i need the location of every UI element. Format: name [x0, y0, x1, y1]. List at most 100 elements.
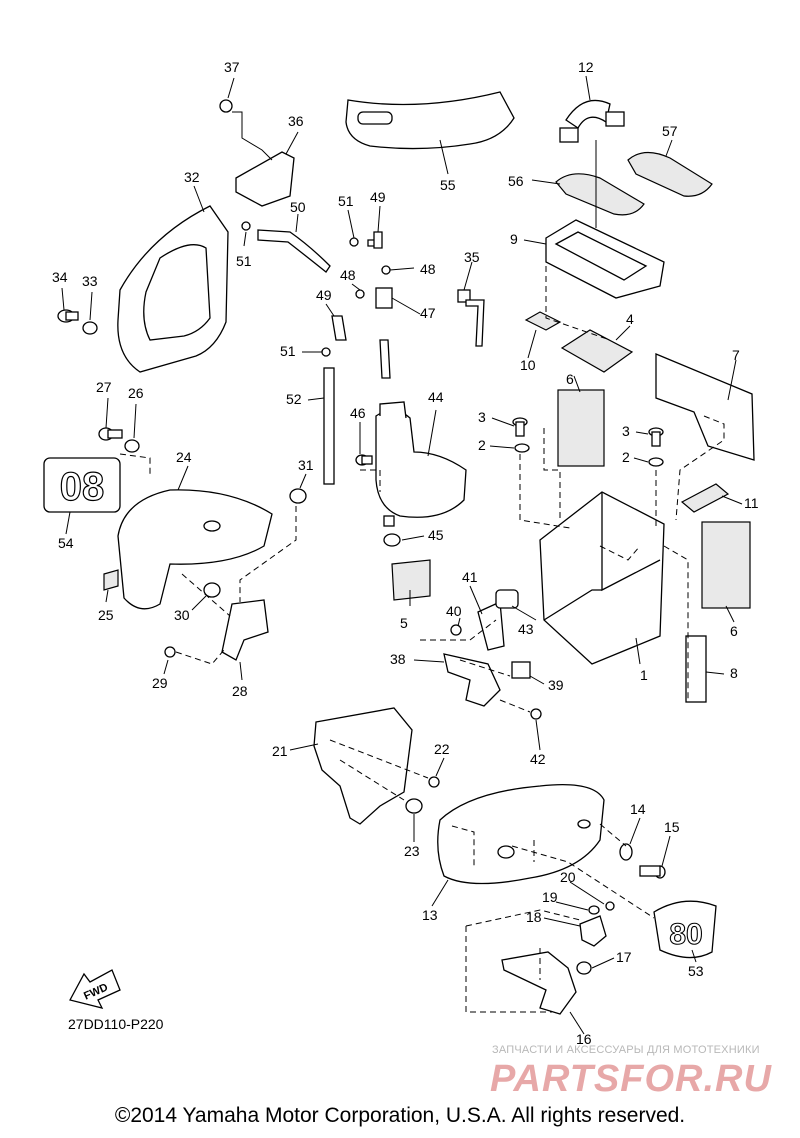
part-46-bolt	[355, 454, 373, 466]
callout-11: 11	[744, 495, 759, 511]
callout-26: 26	[128, 385, 144, 401]
part-39-relay	[511, 661, 531, 679]
part-34-bolt	[57, 309, 79, 323]
callout-35: 35	[464, 249, 480, 265]
part-22-bolt	[428, 776, 440, 788]
callout-46: 46	[350, 405, 366, 421]
callout-28: 28	[232, 683, 248, 699]
watermark-logo: PARTSFOR.RU	[490, 1058, 772, 1100]
callout-1: 1	[640, 667, 648, 683]
callout-17: 17	[616, 949, 632, 965]
callout-9: 9	[510, 231, 518, 247]
part-13-side-cover-right	[437, 783, 605, 885]
fwd-arrow-icon: FWD	[69, 969, 121, 1009]
callout-6-b: 6	[730, 623, 738, 639]
part-27-bolt	[98, 427, 123, 441]
callout-42: 42	[530, 751, 546, 767]
callout-2-a: 2	[478, 437, 486, 453]
watermark-tagline: ЗАПЧАСТИ И АКСЕССУАРЫ ДЛЯ МОТОТЕХНИКИ	[492, 1044, 760, 1056]
callout-10: 10	[520, 357, 536, 373]
callout-34: 34	[52, 269, 68, 285]
callout-43: 43	[518, 621, 534, 637]
callout-38: 38	[390, 651, 406, 667]
part-9-battery-tray	[545, 219, 665, 299]
part-38-bracket	[443, 653, 501, 707]
callout-18: 18	[526, 909, 542, 925]
part-45-grommet	[383, 533, 401, 547]
callout-6-a: 6	[566, 371, 574, 387]
part-32-side-cover	[117, 205, 229, 373]
part-4-sheet	[560, 329, 634, 373]
part-2-washer-left	[514, 443, 530, 453]
callout-52: 52	[286, 391, 302, 407]
part-14-grommet	[619, 843, 633, 861]
part-49-fitting-top	[367, 231, 383, 249]
part-51-clip-c	[321, 347, 331, 357]
part-43-connector	[495, 589, 519, 609]
part-19-washer	[588, 905, 600, 915]
part-16-bracket	[501, 951, 577, 1015]
callout-7: 7	[732, 347, 740, 363]
callout-44: 44	[428, 389, 444, 405]
diagram-code: 27DD110-P220	[68, 1016, 164, 1032]
part-42-screw	[530, 708, 542, 720]
callout-40: 40	[446, 603, 462, 619]
callout-45: 45	[428, 527, 444, 543]
part-35-hook-bolt	[457, 289, 485, 347]
part-48-clip-top	[381, 265, 391, 275]
part-52-hose	[323, 367, 335, 485]
callout-24: 24	[176, 449, 192, 465]
part-51-clip-a	[241, 221, 251, 231]
callout-27: 27	[96, 379, 112, 395]
part-40-bolt	[450, 624, 462, 636]
callout-30: 30	[174, 607, 190, 623]
callout-50: 50	[290, 199, 306, 215]
part-30-grommet	[203, 582, 221, 598]
part-5-pad	[391, 559, 431, 601]
callout-49-b: 49	[316, 287, 332, 303]
part-3-bolt-left	[512, 417, 528, 437]
callout-51-c: 51	[280, 343, 296, 359]
part-6-sheet-upper	[557, 389, 605, 467]
callout-8: 8	[730, 665, 738, 681]
callout-22: 22	[434, 741, 450, 757]
callout-3-b: 3	[622, 423, 630, 439]
part-17-grommet	[576, 961, 592, 975]
part-55-seat-pad	[345, 91, 515, 150]
callout-31: 31	[298, 457, 314, 473]
part-7-cover-plate	[655, 353, 755, 461]
assembly-dashed-lines	[119, 266, 725, 1013]
part-51-clip-b	[349, 237, 359, 247]
decal-right-text: 80	[669, 918, 702, 951]
part-10-pad	[524, 311, 562, 331]
part-56-rubber-pad	[555, 173, 645, 216]
callout-5: 5	[400, 615, 408, 631]
callout-13: 13	[422, 907, 438, 923]
part-12-battery-strap	[559, 99, 625, 143]
decal-left-text: 08	[60, 465, 105, 509]
callout-20: 20	[560, 869, 576, 885]
part-44-reservoir-tank	[375, 401, 467, 527]
part-50-breather-hose	[257, 229, 331, 273]
callout-48-a: 48	[420, 261, 436, 277]
callout-4: 4	[626, 311, 634, 327]
part-1-battery-box	[539, 491, 665, 665]
part-47-valve	[375, 287, 393, 379]
callout-51-b: 51	[338, 193, 354, 209]
callout-48-b: 48	[340, 267, 356, 283]
part-54-number-decal: 08	[43, 457, 121, 513]
part-31-grommet	[289, 488, 307, 504]
callout-53: 53	[688, 963, 704, 979]
callout-33: 33	[82, 273, 98, 289]
part-2-washer-right	[648, 457, 664, 467]
part-33-grommet	[82, 321, 98, 335]
part-8-sponge	[685, 635, 707, 703]
part-26-grommet	[124, 439, 140, 453]
callout-55: 55	[440, 177, 456, 193]
callout-37: 37	[224, 59, 240, 75]
callout-36: 36	[288, 113, 304, 129]
callout-3-a: 3	[478, 409, 486, 425]
callout-15: 15	[664, 819, 680, 835]
part-28-bracket	[221, 599, 269, 661]
